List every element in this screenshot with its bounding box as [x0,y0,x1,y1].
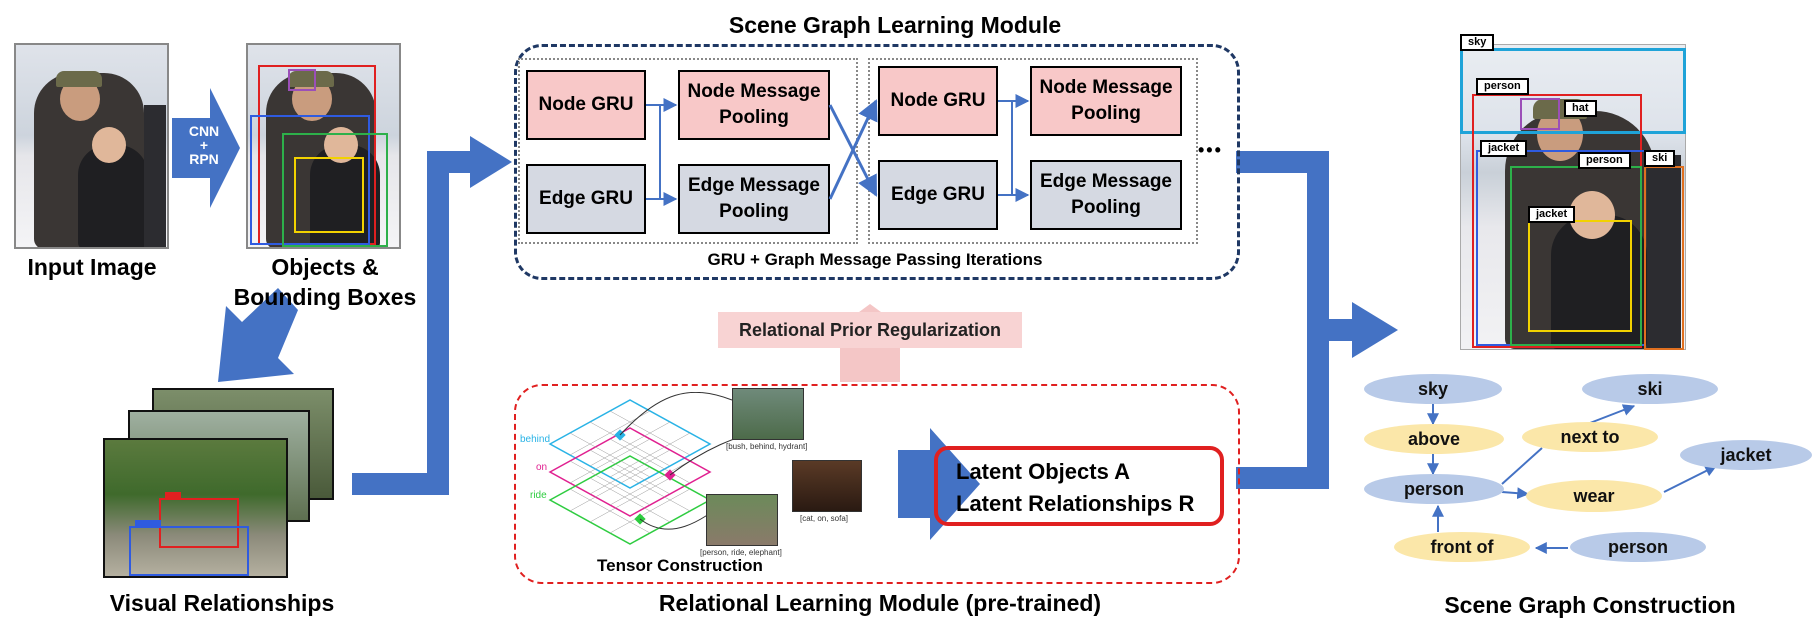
edge-pool-box-2: Edge Message Pooling [1030,160,1182,230]
graph-node-front-of: front of [1394,532,1530,562]
latent-objects-label: Latent Objects A [956,459,1130,484]
tag-hat: hat [1564,100,1597,117]
tensor-diagram [548,392,769,545]
input-image [14,43,169,249]
bbox-green [282,133,388,247]
cnn-label: CNN [188,123,220,139]
node-pool-box-2: Node Message Pooling [1030,66,1182,136]
rlm-title: Relational Learning Module (pre-trained) [658,590,1102,616]
graph-node-sky-label: sky [1417,378,1449,399]
graph-node-above-label: above [1407,428,1461,449]
graph-node-person: person [1364,474,1504,504]
tag-sky: sky [1460,34,1495,51]
edge-gru-label-2: Edge GRU [891,184,985,205]
rpn-label: RPN [189,151,219,167]
graph-node-jacket: jacket [1680,440,1812,470]
example-image-1 [732,388,804,440]
example-image-3 [706,494,778,546]
scene-bbox-ski [1644,166,1684,350]
scene-bbox-person2 [1510,166,1642,346]
layer-on-label: on [536,462,548,473]
input-image-caption: Input Image [27,254,157,280]
sgl-to-scene-arrow [1236,151,1360,341]
sgl-dashed-frame [514,44,1240,280]
node-gru-label-1: Node GRU [538,94,634,115]
sgl-title: Scene Graph Learning Module [728,12,1062,38]
visual-relationships-caption: Visual Relationships [109,590,335,616]
tensor-to-latent-arrow [898,428,980,540]
tag-jacket: jacket [1480,140,1528,157]
iteration-1-frame [518,58,858,244]
example-caption-3: [person, ride, elephant] [700,548,782,557]
node-pool-box-1: Node Message Pooling [678,70,830,140]
cnn-rpn-arrow [172,88,240,208]
scene-bbox-sky [1460,48,1686,134]
graph-node-above: above [1364,424,1504,454]
graph-node-sky: sky [1364,374,1502,404]
bbox-blue [250,115,370,245]
graph-node-ski-label: ski [1637,378,1663,399]
edge-gru-box-2: Edge GRU [878,160,998,230]
iterations-caption: GRU + Graph Message Passing Iterations [707,250,1043,269]
latent-relationships-label: Latent Relationships R [956,491,1195,516]
vr-photo-front [103,438,288,578]
rlm-dashed-frame [514,384,1240,584]
graph-node-ski: ski [1582,374,1718,404]
objects-caption-line1: Objects & [271,254,379,280]
iteration-2-frame [868,58,1198,244]
scene-graph-caption: Scene Graph Construction [1444,592,1736,618]
plus-label: + [199,137,209,153]
bbox-yellow [294,157,364,233]
cnn-rpn-label: CNN + RPN [174,124,234,166]
layer-ride-label: ride [530,490,547,501]
edge-gru-label-1: Edge GRU [539,188,633,209]
graph-node-next-to: next to [1522,422,1658,452]
graph-node-person-2: person [1570,532,1706,562]
edge-pool-label-2: Edge Message Pooling [1040,171,1172,218]
edge-pool-label-1: Edge Message Pooling [688,175,820,222]
objects-image [246,43,401,249]
graph-node-wear: wear [1526,480,1662,512]
to-visual-relationships-arrow [218,288,298,382]
objects-caption: Objects & Bounding Boxes [220,252,430,312]
prior-label: Relational Prior Regularization [738,319,1002,340]
prior-label-box: Relational Prior Regularization [718,312,1022,348]
example-image-2 [792,460,862,512]
visual-to-sgl-arrow [352,151,478,495]
node-pool-label-1: Node Message Pooling [687,81,821,128]
scene-bbox-jacket2 [1528,220,1632,332]
graph-node-person-label: person [1403,478,1464,499]
example-caption-1: [bush, behind, hydrant] [726,442,808,451]
example-caption-2: [cat, on, sofa] [800,514,849,523]
latent-box: Latent Objects A Latent Relationships R [934,446,1224,526]
node-gru-box-1: Node GRU [526,70,646,140]
edge-gru-box-1: Edge GRU [526,164,646,234]
objects-caption-line2: Bounding Boxes [233,284,417,310]
node-gru-label-2: Node GRU [890,90,986,111]
bbox-purple [288,69,316,91]
node-gru-box-2: Node GRU [878,66,998,136]
graph-node-person-2-label: person [1607,536,1668,557]
layer-behind-label: behind [520,434,551,445]
latent-to-scene-arrow [1236,330,1329,489]
tag-ski: ski [1644,150,1676,167]
graph-node-next-to-label: next to [1560,426,1620,447]
more-iterations-ellipsis: ••• [1198,140,1223,160]
graph-node-wear-label: wear [1573,485,1615,506]
tag-jacket-2: jacket [1528,206,1576,223]
node-pool-label-2: Node Message Pooling [1039,77,1173,124]
tensor-caption: Tensor Construction [597,556,763,575]
scene-bbox-hat [1520,98,1560,130]
graph-node-jacket-label: jacket [1720,444,1772,465]
edge-pool-box-1: Edge Message Pooling [678,164,830,234]
tag-person-2: person [1578,152,1631,169]
tag-person: person [1476,78,1529,95]
graph-node-front-of-label: front of [1430,536,1494,557]
